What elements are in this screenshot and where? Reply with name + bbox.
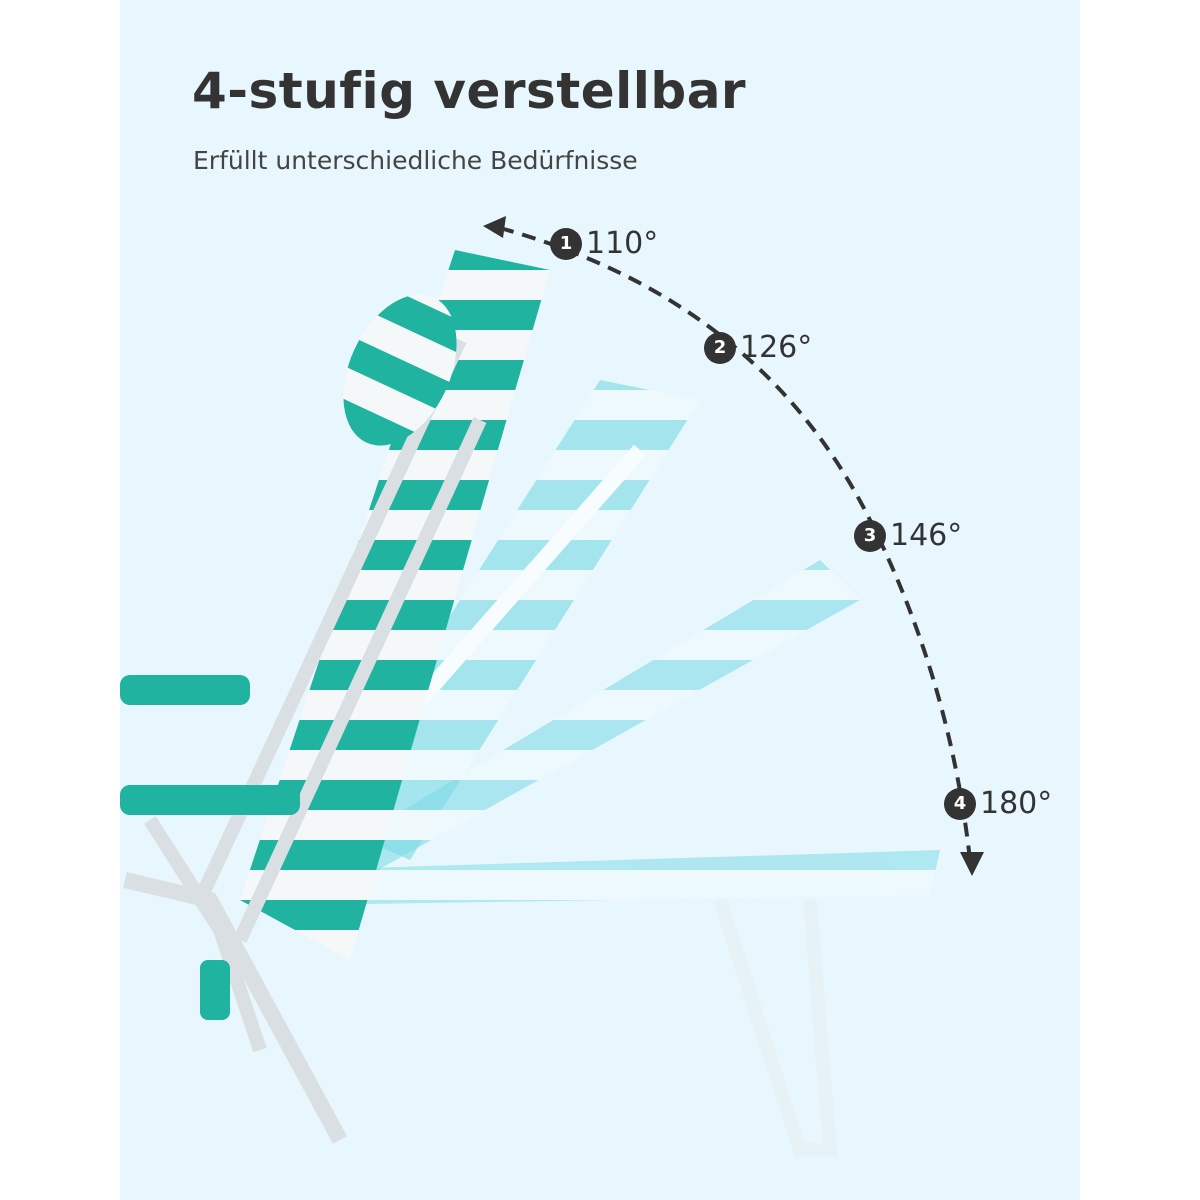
step-angle: 110° bbox=[586, 226, 659, 261]
ghost-chair-146 bbox=[320, 560, 860, 880]
ghost-chair-126 bbox=[320, 380, 700, 860]
step-badge: 2 bbox=[704, 331, 736, 364]
step-4: 4 180° bbox=[944, 786, 1052, 821]
step-angle: 180° bbox=[980, 786, 1053, 821]
step-3: 3 146° bbox=[854, 518, 962, 553]
step-badge: 3 bbox=[854, 519, 886, 552]
adjustment-arc bbox=[499, 226, 972, 861]
arrow-down-icon bbox=[960, 852, 984, 876]
step-badge: 1 bbox=[550, 227, 582, 260]
step-angle: 126° bbox=[740, 330, 813, 365]
step-angle: 146° bbox=[890, 518, 963, 553]
step-1: 1 110° bbox=[550, 226, 658, 261]
step-2: 2 126° bbox=[704, 330, 812, 365]
arrow-left-icon bbox=[483, 216, 506, 238]
page-subtitle: Erfüllt unterschiedliche Bedürfnisse bbox=[193, 146, 638, 175]
ghost-chair-180 bbox=[300, 850, 940, 1157]
background-panel bbox=[120, 0, 1080, 1200]
chair-110 bbox=[120, 250, 550, 1144]
page-title: 4-stufig verstellbar bbox=[192, 62, 747, 120]
step-badge: 4 bbox=[944, 787, 976, 820]
